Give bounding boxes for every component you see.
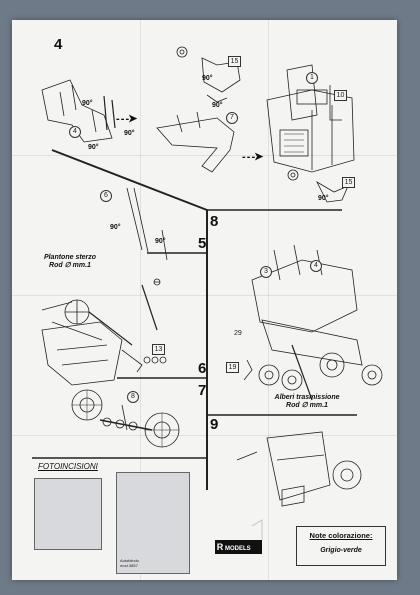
part-number: 4 bbox=[310, 260, 322, 272]
part-number: 19 bbox=[226, 362, 239, 373]
fold-line bbox=[12, 435, 397, 436]
part-number: 1 bbox=[306, 72, 318, 84]
step-number-5: 5 bbox=[198, 235, 207, 252]
part-number: 10 bbox=[334, 90, 347, 101]
drive-shafts-caption: Alberi trasmissione Rod ∅ mm.1 bbox=[274, 394, 340, 409]
step-number-6: 6 bbox=[198, 360, 207, 377]
step4-subassembly-a bbox=[41, 79, 116, 143]
part-number: 6 bbox=[100, 190, 112, 202]
part-number: 4 bbox=[69, 126, 81, 138]
part-number: 15 bbox=[228, 56, 241, 67]
fold-line bbox=[12, 155, 397, 156]
step-number-7: 7 bbox=[198, 382, 207, 399]
angle-label: 90° bbox=[318, 195, 329, 202]
colour-note-box: Note colorazione: Grigio-verde bbox=[296, 526, 386, 566]
step-number-9: 9 bbox=[210, 416, 219, 433]
angle-label: 90° bbox=[110, 224, 121, 231]
step4-hook bbox=[287, 169, 349, 203]
part-number: 7 bbox=[226, 112, 238, 124]
assembly-arrow: - - -➤ bbox=[116, 113, 137, 125]
part-number: 3 bbox=[260, 266, 272, 278]
angle-label: 90° bbox=[212, 102, 223, 109]
part-number: 29 bbox=[234, 330, 242, 337]
brand-mark: R bbox=[216, 542, 224, 552]
fold-line bbox=[12, 295, 397, 296]
step7-wheels bbox=[71, 389, 180, 448]
photoetch-fret-label: Autoblindo mod.3857 bbox=[120, 558, 139, 568]
step-number-8: 8 bbox=[210, 213, 219, 230]
colour-note-title: Note colorazione: bbox=[309, 531, 373, 540]
steering-rod-caption: Plantone sterzo Rod ∅ mm.1 bbox=[43, 254, 97, 269]
angle-label: 90° bbox=[202, 75, 213, 82]
step5-dashboard bbox=[41, 321, 167, 386]
step4-body bbox=[266, 64, 355, 173]
part-number: 8 bbox=[127, 391, 139, 403]
angle-label: 90° bbox=[124, 130, 135, 137]
step9-rear bbox=[236, 431, 362, 507]
section-divider bbox=[51, 149, 208, 490]
photoetch-title: FOTOINCISIONI bbox=[38, 462, 98, 471]
step-number-4: 4 bbox=[54, 36, 63, 53]
brand-name: MODELS bbox=[225, 546, 251, 552]
step5-steering bbox=[41, 187, 168, 346]
instruction-sheet: 4 5 6 7 8 9 4 15 1 10 7 15 6 3 4 29 19 1… bbox=[12, 20, 397, 580]
step4-detail-top bbox=[176, 46, 241, 103]
part-number: 13 bbox=[152, 344, 165, 355]
colour-note-value: Grigio-verde bbox=[320, 547, 362, 554]
angle-label: 90° bbox=[82, 100, 93, 107]
photoetch-fret bbox=[116, 472, 190, 574]
angle-label: 90° bbox=[155, 238, 166, 245]
fold-line bbox=[140, 20, 141, 580]
fold-line bbox=[268, 20, 269, 580]
photoetch-fret bbox=[34, 478, 102, 550]
part-number: 15 bbox=[342, 177, 355, 188]
step4-frame bbox=[156, 111, 235, 173]
angle-label: 90° bbox=[88, 144, 99, 151]
assembly-arrow: - - -➤ bbox=[242, 151, 263, 163]
